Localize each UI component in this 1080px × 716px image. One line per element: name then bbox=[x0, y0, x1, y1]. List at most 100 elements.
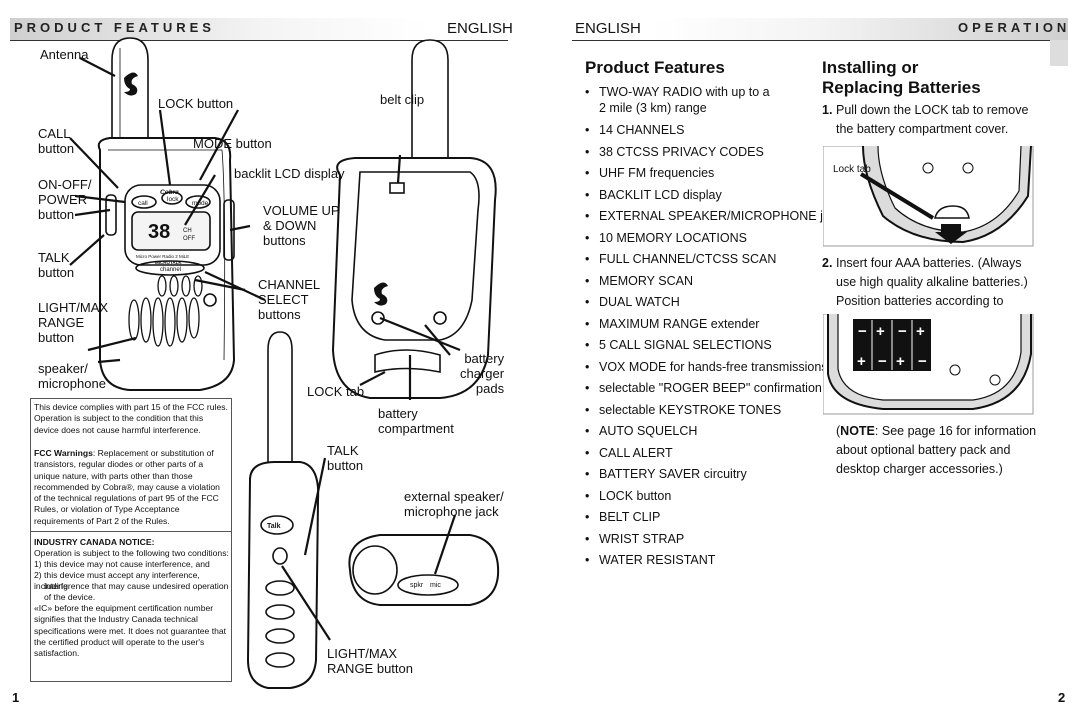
industry-canada-line-4: interference that may cause undesired op… bbox=[44, 581, 229, 591]
svg-text:+: + bbox=[896, 353, 905, 370]
right-corner-tab bbox=[1050, 40, 1068, 66]
industry-canada-line-5: of the device. bbox=[44, 592, 96, 602]
feature-item: TWO-WAY RADIO with up to a 2 mile (3 km)… bbox=[585, 82, 850, 120]
note-label: NOTE bbox=[840, 424, 875, 438]
label-lock-tab: LOCK tab bbox=[307, 384, 365, 399]
feature-item: 14 CHANNELS bbox=[585, 120, 850, 142]
label-channel-select: CHANNEL SELECT buttons bbox=[258, 277, 321, 322]
label-battery-compartment: battery compartment bbox=[378, 406, 454, 436]
feature-item: LOCK button bbox=[585, 486, 850, 508]
left-language-label: ENGLISH bbox=[447, 20, 513, 37]
fcc-warnings-block: FCC Warnings: Replacement or substitutio… bbox=[34, 448, 228, 527]
device-lcd-digits: 38 bbox=[148, 221, 170, 243]
feature-item: FULL CHANNEL/CTCSS SCAN bbox=[585, 249, 850, 271]
label-lock-button: LOCK button bbox=[158, 96, 234, 111]
label-battery-charger: battery charger pads bbox=[460, 351, 505, 396]
feature-item: selectable "ROGER BEEP" confirmation ton… bbox=[585, 378, 850, 400]
device-microtalk: MICROTALK bbox=[155, 260, 182, 265]
industry-canada-line-1: Operation is subject to the following tw… bbox=[34, 548, 229, 558]
right-section-title: OPERATION bbox=[958, 20, 1071, 35]
front-radio bbox=[97, 37, 236, 391]
label-light-max-side: LIGHT/MAX RANGE button bbox=[327, 646, 413, 676]
feature-item: DUAL WATCH bbox=[585, 292, 850, 314]
product-features-title: Product Features bbox=[585, 58, 725, 77]
device-mode-text: mode bbox=[192, 200, 209, 207]
feature-item: WATER RESISTANT bbox=[585, 550, 850, 572]
fcc-compliance-text: This device complies with part 15 of the… bbox=[34, 402, 228, 435]
page-number-left: 1 bbox=[12, 690, 20, 705]
label-light-max: LIGHT/MAX RANGE button bbox=[38, 300, 109, 345]
device-call-text: call bbox=[138, 200, 148, 207]
industry-canada-line-6: «IC» before the equipment certification … bbox=[34, 603, 227, 659]
feature-item: VOX MODE for hands-free transmissions bbox=[585, 357, 850, 379]
lock-tab-figure-label: Lock tab bbox=[833, 164, 871, 175]
step-2-number: 2. bbox=[822, 256, 833, 270]
device-lock-text: lock bbox=[167, 196, 179, 203]
lock-tab-figure: Lock tab bbox=[823, 146, 1034, 247]
feature-item: selectable KEYSTROKE TONES bbox=[585, 400, 850, 422]
svg-text:−: − bbox=[858, 323, 867, 340]
device-mic-text: mic bbox=[430, 582, 441, 589]
device-spkr-text: spkr bbox=[410, 582, 424, 589]
label-antenna: Antenna bbox=[40, 47, 89, 62]
label-on-off: ON-OFF/ POWER button bbox=[38, 177, 92, 222]
feature-item: 10 MEMORY LOCATIONS bbox=[585, 228, 850, 250]
device-talk-text: Talk bbox=[267, 523, 281, 530]
feature-item: EXTERNAL SPEAKER/MICROPHONE jack bbox=[585, 206, 850, 228]
feature-item: CALL ALERT bbox=[585, 443, 850, 465]
fcc-warnings-title: FCC Warnings bbox=[34, 448, 93, 458]
label-speaker: speaker/ microphone bbox=[38, 361, 106, 391]
product-features-list: TWO-WAY RADIO with up to a 2 mile (3 km)… bbox=[585, 82, 850, 572]
radio-diagram: call lock mode Cobra 38 CH OFF Micro Pow… bbox=[69, 37, 500, 689]
device-lcd-ch: CH bbox=[183, 228, 192, 234]
left-section-title: PRODUCT FEATURES bbox=[14, 20, 215, 35]
device-brand-text: Cobra bbox=[160, 189, 179, 196]
label-call-button: CALL button bbox=[38, 126, 75, 156]
note-text: : See page 16 for information about opti… bbox=[836, 424, 1037, 476]
industry-canada-line-3: 2) this device must accept any interfere… bbox=[34, 570, 200, 592]
battery-figure: −+−+ +−+− bbox=[823, 314, 1034, 415]
right-header-rule bbox=[572, 40, 1068, 41]
device-lcd-off: OFF bbox=[183, 236, 195, 242]
left-header-rule bbox=[10, 40, 508, 41]
svg-text:−: − bbox=[898, 323, 907, 340]
label-external-speaker: external speaker/ microphone jack bbox=[404, 489, 504, 519]
industry-canada-line-2: 1) this device may not cause interferenc… bbox=[34, 559, 210, 569]
fcc-warnings-text: : Replacement or substitution of transis… bbox=[34, 448, 220, 526]
label-volume: VOLUME UP & DOWN buttons bbox=[263, 203, 340, 248]
label-talk-button-side: TALK button bbox=[327, 443, 364, 473]
installing-title-line2: Replacing Batteries bbox=[822, 78, 981, 97]
feature-item: 5 CALL SIGNAL SELECTIONS bbox=[585, 335, 850, 357]
left-header-bar bbox=[10, 18, 430, 40]
industry-canada-title: INDUSTRY CANADA NOTICE: bbox=[34, 537, 155, 547]
label-mode-button: MODE button bbox=[193, 136, 272, 151]
feature-item: BATTERY SAVER circuitry bbox=[585, 464, 850, 486]
feature-item: BELT CLIP bbox=[585, 507, 850, 529]
callout-arrows bbox=[69, 57, 461, 641]
step-1: 1. Pull down the LOCK tab to remove the … bbox=[822, 101, 1042, 139]
feature-item: WRIST STRAP bbox=[585, 529, 850, 551]
page-number-right: 2 bbox=[1058, 690, 1066, 705]
feature-item: AUTO SQUELCH bbox=[585, 421, 850, 443]
right-language-label: ENGLISH bbox=[575, 20, 641, 37]
note-open-paren: ( bbox=[836, 424, 841, 438]
step-1-text: Pull down the LOCK tab to remove the bat… bbox=[836, 103, 1029, 136]
cobra-logo bbox=[124, 72, 388, 306]
fcc-divider bbox=[31, 531, 231, 532]
svg-text:−: − bbox=[918, 353, 927, 370]
device-power-line: Micro Power Radio 2 MiLE bbox=[136, 254, 189, 259]
svg-text:+: + bbox=[916, 323, 925, 340]
bottom-radio bbox=[348, 534, 500, 606]
feature-item: 38 CTCSS PRIVACY CODES bbox=[585, 142, 850, 164]
svg-text:+: + bbox=[876, 323, 885, 340]
feature-item: BACKLIT LCD display bbox=[585, 185, 850, 207]
note-block: (NOTE: See page 16 for information about… bbox=[836, 422, 1046, 479]
step-1-number: 1. bbox=[822, 103, 833, 117]
installing-title-line1: Installing or bbox=[822, 58, 919, 77]
feature-item: MAXIMUM RANGE extender bbox=[585, 314, 850, 336]
feature-item: UHF FM frequencies bbox=[585, 163, 850, 185]
svg-text:−: − bbox=[878, 353, 887, 370]
label-backlit-lcd: backlit LCD display bbox=[234, 166, 345, 181]
fcc-notice-box: This device complies with part 15 of the… bbox=[30, 398, 232, 682]
right-header-bar bbox=[650, 18, 1068, 40]
